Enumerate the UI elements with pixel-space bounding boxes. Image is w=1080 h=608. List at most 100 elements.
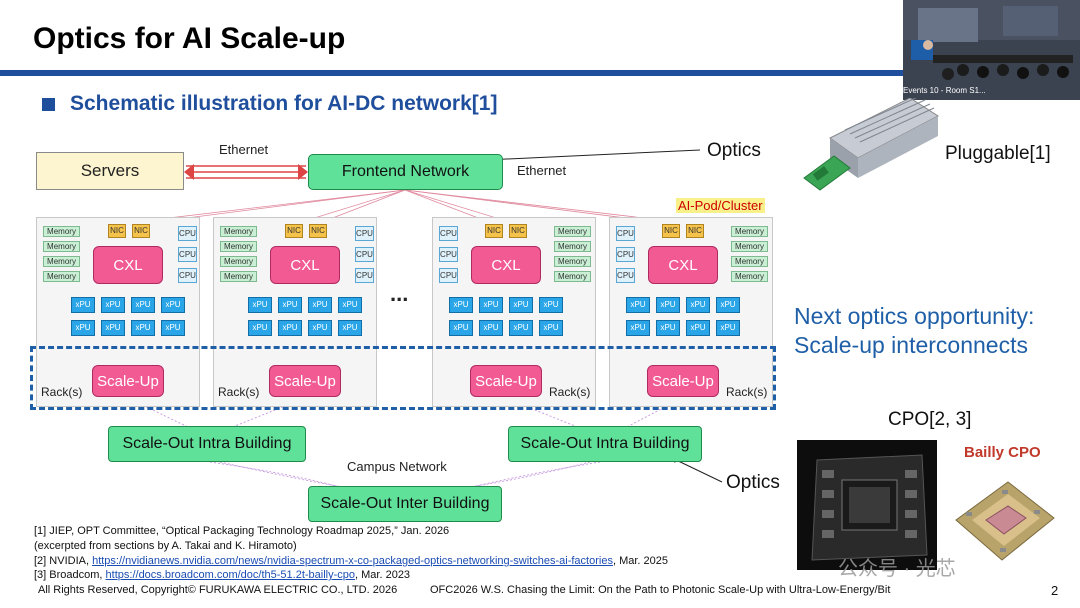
xpu-chip: xPU [509, 297, 533, 313]
memory-chip: Memory [554, 241, 591, 252]
xpu-chip: xPU [278, 320, 302, 336]
xpu-chip: xPU [71, 297, 95, 313]
xpu-chip: xPU [479, 320, 503, 336]
xpu-chip: xPU [449, 297, 473, 313]
optics-label-bottom: Optics [726, 472, 780, 493]
reference-3-suffix: , Mar. 2023 [355, 569, 411, 581]
nic-chip: NIC [509, 224, 527, 238]
cxl-switch: CXL [471, 246, 541, 284]
title-underline [0, 70, 1080, 76]
bailly-cpo-label: Bailly CPO [964, 444, 1041, 461]
memory-chip: Memory [220, 241, 257, 252]
campus-network-label: Campus Network [347, 459, 447, 474]
xpu-chip: xPU [449, 320, 473, 336]
scale-up-switch: Scale-Up [470, 365, 542, 397]
memory-chip: Memory [554, 256, 591, 267]
xpu-chip: xPU [716, 297, 740, 313]
cxl-switch: CXL [270, 246, 340, 284]
video-scene-image [903, 0, 1080, 100]
cpu-chip: CPU [355, 268, 374, 283]
scale-up-switch: Scale-Up [269, 365, 341, 397]
scale-out-intra-building-1: Scale-Out Intra Building [108, 426, 306, 462]
xpu-chip: xPU [161, 320, 185, 336]
ethernet-label-right: Ethernet [517, 163, 567, 178]
reference-2-prefix: [2] NVIDIA, [34, 555, 93, 567]
cpo-label: CPO[2, 3] [888, 409, 972, 430]
reference-2-link[interactable]: https://nvidianews.nvidia.com/news/nvidi… [92, 555, 613, 567]
xpu-chip: xPU [539, 320, 563, 336]
reference-3: [3] Broadcom, https://docs.broadcom.com/… [34, 569, 410, 581]
cpu-chip: CPU [439, 247, 458, 262]
nic-chip: NIC [686, 224, 704, 238]
memory-chip: Memory [43, 271, 80, 282]
pluggable-label: Pluggable[1] [945, 143, 1051, 164]
cpu-chip: CPU [355, 226, 374, 241]
reference-3-link[interactable]: https://docs.broadcom.com/doc/th5-51.2t-… [105, 569, 356, 581]
cxl-switch: CXL [648, 246, 718, 284]
rack-label: Rack(s) [726, 385, 768, 399]
scale-out-intra-building-2: Scale-Out Intra Building [508, 426, 702, 462]
nic-chip: NIC [309, 224, 327, 238]
nic-chip: NIC [108, 224, 126, 238]
xpu-chip: xPU [539, 297, 563, 313]
xpu-chip: xPU [161, 297, 185, 313]
cpu-chip: CPU [616, 226, 635, 241]
bailly-cpo-image [955, 481, 1055, 561]
memory-chip: Memory [731, 241, 768, 252]
xpu-chip: xPU [248, 297, 272, 313]
reference-1: [1] JIEP, OPT Committee, “Optical Packag… [34, 525, 450, 537]
reference-2: [2] NVIDIA, https://nvidianews.nvidia.co… [34, 555, 668, 567]
xpu-chip: xPU [716, 320, 740, 336]
xpu-chip: xPU [656, 297, 680, 313]
xpu-chip: xPU [626, 297, 650, 313]
memory-chip: Memory [731, 271, 768, 282]
memory-chip: Memory [554, 226, 591, 237]
servers-box: Servers [36, 152, 184, 190]
xpu-chip: xPU [101, 320, 125, 336]
memory-chip: Memory [731, 226, 768, 237]
optics-label-top: Optics [707, 140, 761, 161]
xpu-chip: xPU [131, 320, 155, 336]
scale-up-switch: Scale-Up [92, 365, 164, 397]
rack-label: Rack(s) [41, 385, 83, 399]
xpu-chip: xPU [686, 320, 710, 336]
speaker-video-thumbnail[interactable]: Events 10 - Room S1... [903, 0, 1080, 100]
rack-3: CPU CPU CPU NIC NIC Memory Memory Memory… [432, 217, 596, 407]
cpu-chip: CPU [616, 268, 635, 283]
nic-chip: NIC [662, 224, 680, 238]
xpu-chip: xPU [278, 297, 302, 313]
spectrum-x-cpo-image [797, 440, 937, 570]
ethernet-label-left: Ethernet [219, 142, 269, 157]
xpu-chip: xPU [71, 320, 95, 336]
nic-chip: NIC [485, 224, 503, 238]
xpu-chip: xPU [686, 297, 710, 313]
memory-chip: Memory [43, 241, 80, 252]
rack-4: CPU CPU CPU NIC NIC Memory Memory Memory… [609, 217, 773, 407]
video-caption: Events 10 - Room S1... [903, 86, 986, 95]
cpu-chip: CPU [355, 247, 374, 262]
nic-chip: NIC [285, 224, 303, 238]
xpu-chip: xPU [656, 320, 680, 336]
slide-title: Optics for AI Scale-up [33, 22, 346, 55]
more-racks-ellipsis: ... [390, 281, 409, 306]
xpu-chip: xPU [308, 320, 332, 336]
rack-1: Memory Memory Memory Memory NIC NIC CPU … [36, 217, 200, 407]
scale-up-switch: Scale-Up [647, 365, 719, 397]
page-number: 2 [1051, 583, 1059, 598]
cpu-chip: CPU [178, 226, 197, 241]
xpu-chip: xPU [626, 320, 650, 336]
xpu-chip: xPU [509, 320, 533, 336]
cxl-switch: CXL [93, 246, 163, 284]
memory-chip: Memory [220, 226, 257, 237]
next-opportunity-line2: Scale-up interconnects [794, 332, 1028, 358]
slide-subtitle: Schematic illustration for AI-DC network… [70, 92, 498, 115]
cpu-chip: CPU [178, 268, 197, 283]
xpu-chip: xPU [338, 297, 362, 313]
xpu-chip: xPU [479, 297, 503, 313]
memory-chip: Memory [731, 256, 768, 267]
xpu-chip: xPU [248, 320, 272, 336]
memory-chip: Memory [43, 226, 80, 237]
cpu-chip: CPU [439, 268, 458, 283]
memory-chip: Memory [220, 271, 257, 282]
wechat-watermark: 公众号 · 光芯 [838, 558, 956, 580]
